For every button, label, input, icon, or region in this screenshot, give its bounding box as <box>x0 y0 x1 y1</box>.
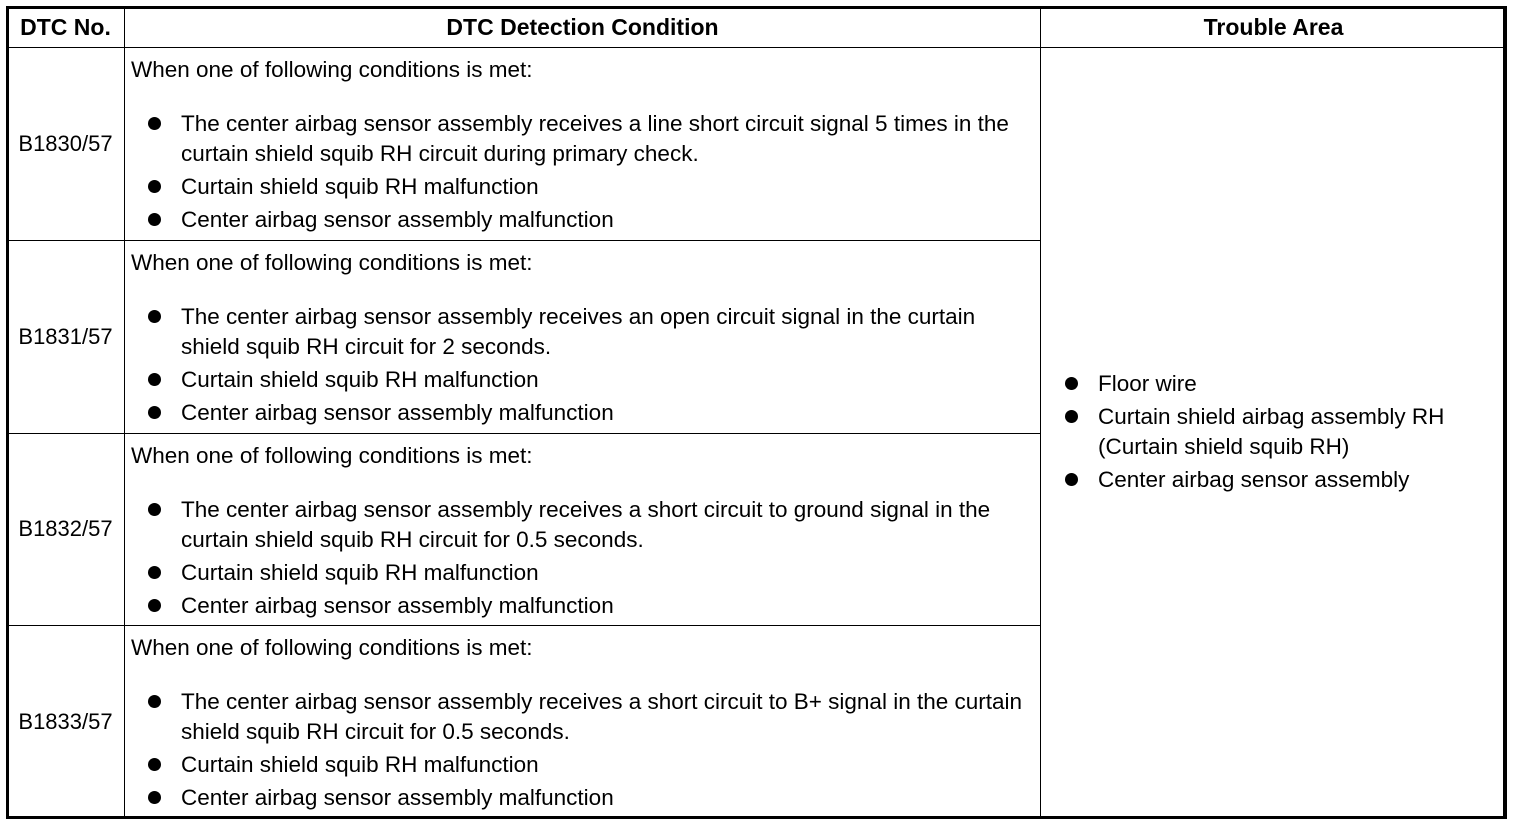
condition-text: Center airbag sensor assembly malfunctio… <box>181 399 614 425</box>
condition-item: Center airbag sensor assembly malfunctio… <box>148 591 1034 621</box>
trouble-area-text: Center airbag sensor assembly <box>1098 466 1410 492</box>
condition-item: Center airbag sensor assembly malfunctio… <box>148 783 1034 813</box>
condition-intro: When one of following conditions is met: <box>131 635 533 661</box>
bullet-icon <box>148 372 161 386</box>
trouble-area-item: Center airbag sensor assembly <box>1065 465 1506 495</box>
trouble-area-item: Floor wire <box>1065 369 1506 399</box>
condition-list: The center airbag sensor assembly receiv… <box>131 687 1034 813</box>
bullet-icon <box>148 791 161 805</box>
condition-text: The center airbag sensor assembly receiv… <box>181 111 1009 166</box>
bullet-icon <box>148 309 161 323</box>
header-trouble-area: Trouble Area <box>1040 6 1507 48</box>
condition-list: The center airbag sensor assembly receiv… <box>131 302 1034 428</box>
condition-text: Curtain shield squib RH malfunction <box>181 366 539 392</box>
condition-item: The center airbag sensor assembly receiv… <box>148 687 1034 747</box>
dtc-code: B1833/57 <box>6 625 125 819</box>
condition-list: The center airbag sensor assembly receiv… <box>131 495 1034 621</box>
bullet-icon <box>1065 409 1078 423</box>
condition-item: Curtain shield squib RH malfunction <box>148 558 1034 588</box>
header-dtc-no: DTC No. <box>6 6 125 48</box>
bullet-icon <box>1065 376 1078 390</box>
condition-intro: When one of following conditions is met: <box>131 249 533 275</box>
bullet-icon <box>1065 472 1078 486</box>
condition-text: Curtain shield squib RH malfunction <box>181 174 539 199</box>
dtc-code: B1831/57 <box>6 239 125 434</box>
detection-condition-cell: When one of following conditions is met:… <box>124 239 1041 434</box>
condition-text: The center airbag sensor assembly receiv… <box>181 496 991 552</box>
condition-item: Curtain shield squib RH malfunction <box>148 365 1034 395</box>
trouble-area-text: Curtain shield airbag assembly RH (Curta… <box>1098 403 1445 459</box>
condition-item: Center airbag sensor assembly malfunctio… <box>148 398 1034 428</box>
condition-text: Center airbag sensor assembly malfunctio… <box>181 785 614 811</box>
condition-intro: When one of following conditions is met: <box>131 442 533 468</box>
detection-condition-cell: When one of following conditions is met:… <box>124 47 1041 241</box>
table-row: B1832/57 When one of following condition… <box>6 432 1507 627</box>
detection-condition-cell: When one of following conditions is met:… <box>124 432 1041 627</box>
table-row: B1830/57 When one of following condition… <box>6 47 1507 819</box>
condition-text: Center airbag sensor assembly malfunctio… <box>181 592 614 618</box>
condition-text: Center airbag sensor assembly malfunctio… <box>181 207 614 232</box>
bullet-icon <box>148 405 161 419</box>
condition-item: Curtain shield squib RH malfunction <box>148 172 1034 202</box>
detection-condition-cell: When one of following conditions is met:… <box>124 625 1041 819</box>
bullet-icon <box>148 565 161 579</box>
condition-text: The center airbag sensor assembly receiv… <box>181 689 1023 745</box>
bullet-icon <box>148 117 161 130</box>
condition-item: Center airbag sensor assembly malfunctio… <box>148 205 1034 235</box>
dtc-table: DTC No. DTC Detection Condition Trouble … <box>6 6 1507 819</box>
header-detection-condition: DTC Detection Condition <box>124 6 1041 48</box>
bullet-icon <box>148 502 161 516</box>
condition-item: The center airbag sensor assembly receiv… <box>148 495 1034 555</box>
dtc-code: B1832/57 <box>6 432 125 627</box>
table-row: B1831/57 When one of following condition… <box>6 239 1507 434</box>
trouble-area-cell: Floor wire Curtain shield airbag assembl… <box>1040 47 1507 819</box>
condition-item: The center airbag sensor assembly receiv… <box>148 302 1034 362</box>
condition-intro: When one of following conditions is met: <box>131 57 533 82</box>
condition-text: Curtain shield squib RH malfunction <box>181 559 539 585</box>
condition-item: Curtain shield squib RH malfunction <box>148 750 1034 780</box>
bullet-icon <box>148 598 161 612</box>
bullet-icon <box>148 180 161 193</box>
trouble-area-list: Floor wire Curtain shield airbag assembl… <box>1065 369 1506 495</box>
trouble-area-text: Floor wire <box>1098 370 1197 396</box>
condition-text: Curtain shield squib RH malfunction <box>181 752 539 778</box>
condition-text: The center airbag sensor assembly receiv… <box>181 303 976 359</box>
table-row: B1833/57 When one of following condition… <box>6 625 1507 819</box>
dtc-code: B1830/57 <box>6 47 125 241</box>
bullet-icon <box>148 758 161 772</box>
table-header-row: DTC No. DTC Detection Condition Trouble … <box>6 6 1507 48</box>
trouble-area-item: Curtain shield airbag assembly RH (Curta… <box>1065 402 1506 462</box>
condition-list: The center airbag sensor assembly receiv… <box>131 109 1034 235</box>
bullet-icon <box>148 213 161 226</box>
condition-item: The center airbag sensor assembly receiv… <box>148 109 1034 169</box>
bullet-icon <box>148 695 161 709</box>
